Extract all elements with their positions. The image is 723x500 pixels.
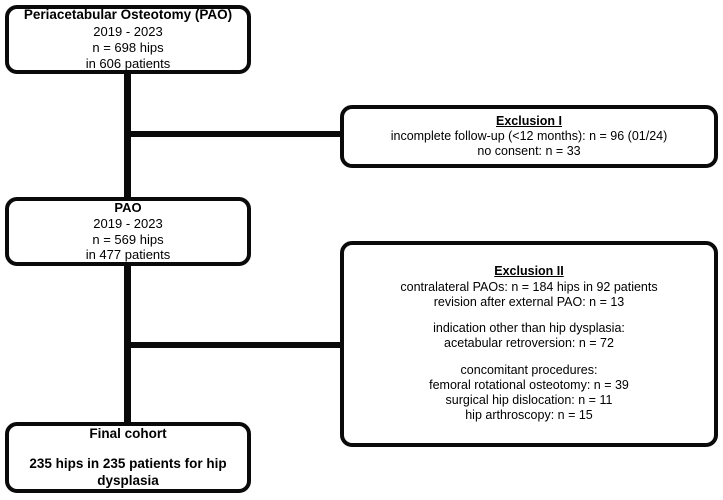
connector-to-exclusion-2 xyxy=(124,342,343,348)
node-final-cohort: Final cohort 235 hips in 235 patients fo… xyxy=(5,422,251,493)
node-exclusion-2-item-retroversion: acetabular retroversion: n = 72 xyxy=(444,336,614,351)
node-exclusion-2-item-revision: revision after external PAO: n = 13 xyxy=(433,294,625,309)
node-source-title: Periacetabular Osteotomy (PAO) xyxy=(23,7,233,23)
node-exclusion-2-group-concomitant: concomitant procedures: xyxy=(460,362,598,377)
node-exclusion-1-title: Exclusion I xyxy=(496,113,562,128)
node-pao-title: PAO xyxy=(114,199,142,215)
node-exclusion-1-item-followup: incomplete follow-up (<12 months): n = 9… xyxy=(390,128,668,143)
node-final-line-2: dysplasia xyxy=(97,472,159,488)
node-exclusion-2-title: Exclusion II xyxy=(494,264,564,279)
node-final-title: Final cohort xyxy=(89,426,167,441)
node-exclusion-2-item-contralateral: contralateral PAOs: n = 184 hips in 92 p… xyxy=(400,279,658,294)
node-exclusion-2-item-arthroscopy: hip arthroscopy: n = 15 xyxy=(465,408,593,423)
node-source-cohort: Periacetabular Osteotomy (PAO) 2019 - 20… xyxy=(5,5,251,74)
node-pao-years: 2019 - 2023 xyxy=(93,215,163,231)
node-source-hips: n = 698 hips xyxy=(92,39,164,55)
node-final-line-1: 235 hips in 235 patients for hip xyxy=(29,456,227,472)
node-exclusion-1-item-consent: no consent: n = 33 xyxy=(477,144,581,159)
node-pao-hips: n = 569 hips xyxy=(92,231,164,247)
node-exclusion-2-group-indication: indication other than hip dysplasia: xyxy=(433,321,625,336)
node-exclusion-2: Exclusion II contralateral PAOs: n = 184… xyxy=(340,241,718,447)
node-exclusion-1: Exclusion I incomplete follow-up (<12 mo… xyxy=(340,105,718,168)
node-source-years: 2019 - 2023 xyxy=(93,23,163,39)
node-source-patients: in 606 patients xyxy=(85,55,171,71)
node-pao-cohort: PAO 2019 - 2023 n = 569 hips in 477 pati… xyxy=(5,197,251,266)
node-pao-patients: in 477 patients xyxy=(85,247,171,263)
node-exclusion-2-item-femoral-osteotomy: femoral rotational osteotomy: n = 39 xyxy=(429,377,629,392)
connector-to-exclusion-1 xyxy=(124,131,343,137)
node-exclusion-2-item-dislocation: surgical hip dislocation: n = 11 xyxy=(445,393,613,408)
